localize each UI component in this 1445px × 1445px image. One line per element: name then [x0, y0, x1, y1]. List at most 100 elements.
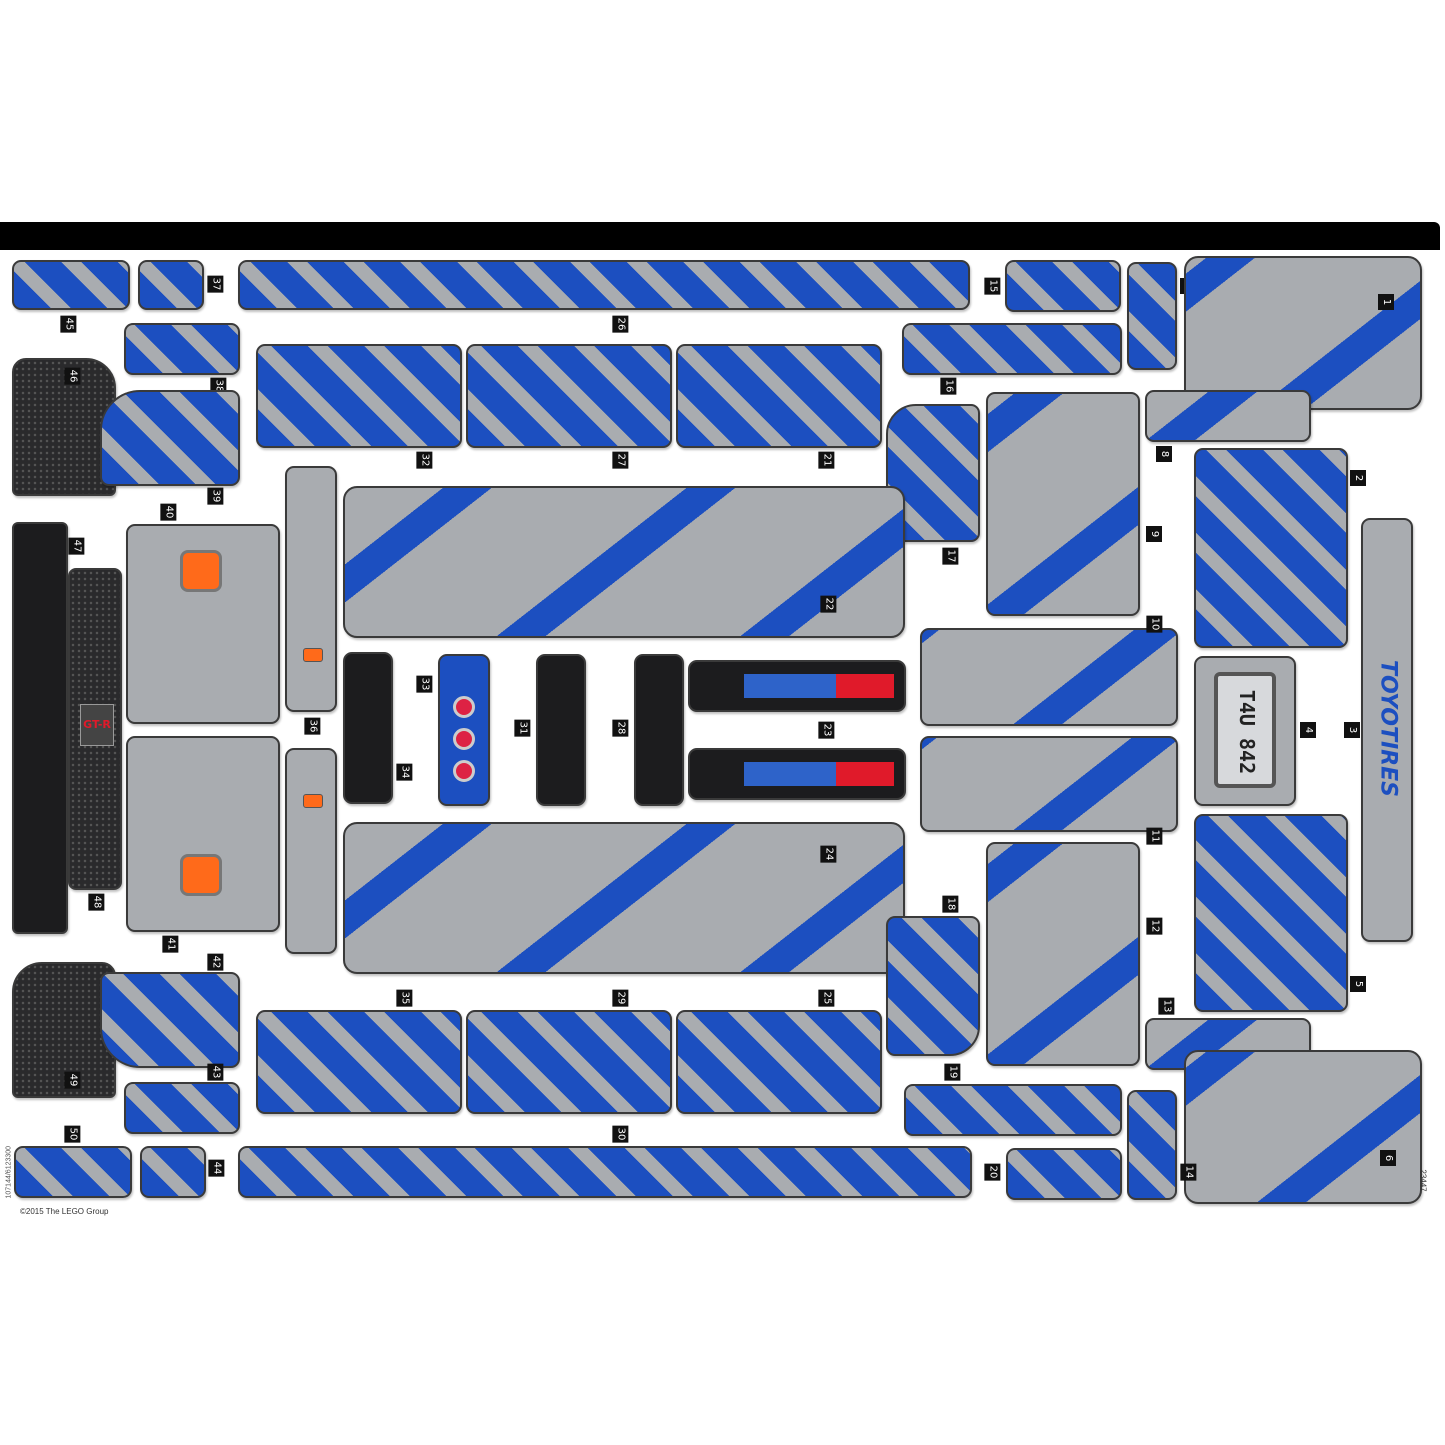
- label-23: 23: [818, 721, 835, 739]
- orange-lamp: [180, 854, 222, 896]
- sticker-8: [1145, 390, 1311, 442]
- gtr-logo-text: GT-R: [83, 718, 111, 731]
- sticker-36b: [285, 748, 337, 954]
- gauge-icon: [453, 696, 475, 718]
- sticker-23b: [688, 748, 906, 800]
- sticker-32: [256, 344, 462, 448]
- sticker-33: [438, 654, 490, 806]
- label-10: 10: [1146, 615, 1163, 633]
- sticker-49: [12, 962, 116, 1098]
- toyotires-logo: TOYOTIRES: [1375, 660, 1401, 797]
- label-27: 27: [612, 451, 629, 469]
- label-14: 14: [1180, 1163, 1197, 1181]
- sticker-38: [124, 323, 240, 375]
- sticker-25: [676, 1010, 882, 1114]
- gauge-icon: [453, 728, 475, 750]
- label-34: 34: [396, 763, 413, 781]
- sticker-41: [126, 736, 280, 932]
- label-41: 41: [162, 935, 179, 953]
- label-40: 40: [160, 503, 177, 521]
- sticker-34: [343, 652, 393, 804]
- sticker-5: [1194, 814, 1348, 1012]
- label-49: 49: [64, 1071, 81, 1089]
- sticker-16: [902, 323, 1122, 375]
- label-24: 24: [820, 845, 837, 863]
- label-26: 26: [612, 315, 629, 333]
- sticker-36: [285, 466, 337, 712]
- sticker-29: [466, 1010, 672, 1114]
- gtr-logo: GT-R: [80, 704, 114, 746]
- sticker-50: [14, 1146, 132, 1198]
- sticker-42: [100, 972, 240, 1068]
- label-4: 4: [1300, 722, 1316, 738]
- small-orange-lamp: [303, 794, 323, 808]
- label-16: 16: [940, 377, 957, 395]
- sticker-24: [343, 822, 905, 974]
- label-12: 12: [1146, 917, 1163, 935]
- sticker-46: [12, 358, 116, 496]
- sticker-48: GT-R: [68, 568, 122, 890]
- orange-lamp: [180, 550, 222, 592]
- set-number-text: 23447: [1418, 1169, 1428, 1192]
- sticker-28: [634, 654, 684, 806]
- sticker-37: [138, 260, 204, 310]
- sticker-10: [920, 628, 1178, 726]
- sticker-45: [12, 260, 130, 310]
- license-plate: T4U 842: [1214, 672, 1276, 788]
- label-42: 42: [207, 953, 224, 971]
- blue-stripe: [744, 762, 836, 786]
- plate-text: T4U 842: [1235, 689, 1259, 775]
- label-22: 22: [820, 595, 837, 613]
- red-stripe: [836, 762, 894, 786]
- red-stripe: [836, 674, 894, 698]
- sticker-14: [1127, 1090, 1177, 1200]
- sticker-3: TOYOTIRES: [1361, 518, 1413, 942]
- label-8: 8: [1156, 446, 1172, 462]
- label-25: 25: [818, 989, 835, 1007]
- label-33: 33: [416, 675, 433, 693]
- label-48: 48: [88, 893, 105, 911]
- sticker-6: [1184, 1050, 1422, 1204]
- label-30: 30: [612, 1125, 629, 1143]
- label-32: 32: [416, 451, 433, 469]
- label-29: 29: [612, 989, 629, 1007]
- sticker-40: [126, 524, 280, 724]
- sticker-19: [904, 1084, 1122, 1136]
- sticker-35: [256, 1010, 462, 1114]
- label-5: 5: [1350, 976, 1366, 992]
- sticker-22: [343, 486, 905, 638]
- label-47: 47: [68, 537, 85, 555]
- label-9: 9: [1146, 526, 1162, 542]
- sticker-9: [986, 392, 1140, 616]
- sheet-top-edge: [0, 222, 1440, 250]
- label-45: 45: [60, 315, 77, 333]
- sticker-4: T4U 842: [1194, 656, 1296, 806]
- label-11: 11: [1146, 827, 1163, 845]
- sticker-23a: [688, 660, 906, 712]
- side-code-text: 107144/6123300: [5, 1145, 13, 1199]
- sticker-44: [140, 1146, 206, 1198]
- label-19: 19: [944, 1063, 961, 1081]
- label-3: 3: [1344, 722, 1360, 738]
- label-43: 43: [207, 1063, 224, 1081]
- sticker-26: [238, 260, 970, 310]
- sticker-2: [1194, 448, 1348, 648]
- sticker-43: [124, 1082, 240, 1134]
- label-2: 2: [1350, 470, 1366, 486]
- label-20: 20: [984, 1163, 1001, 1181]
- gauge-icon: [453, 760, 475, 782]
- sticker-7: [1127, 262, 1177, 370]
- label-15: 15: [984, 277, 1001, 295]
- label-46: 46: [64, 367, 81, 385]
- sticker-47: [12, 522, 68, 934]
- label-39: 39: [207, 487, 224, 505]
- label-17: 17: [942, 547, 959, 565]
- label-18: 18: [942, 895, 959, 913]
- label-36: 36: [304, 717, 321, 735]
- label-1: 1: [1378, 294, 1394, 310]
- sticker-1: [1184, 256, 1422, 410]
- label-44: 44: [208, 1159, 225, 1177]
- sticker-20: [1006, 1148, 1122, 1200]
- label-31: 31: [514, 719, 531, 737]
